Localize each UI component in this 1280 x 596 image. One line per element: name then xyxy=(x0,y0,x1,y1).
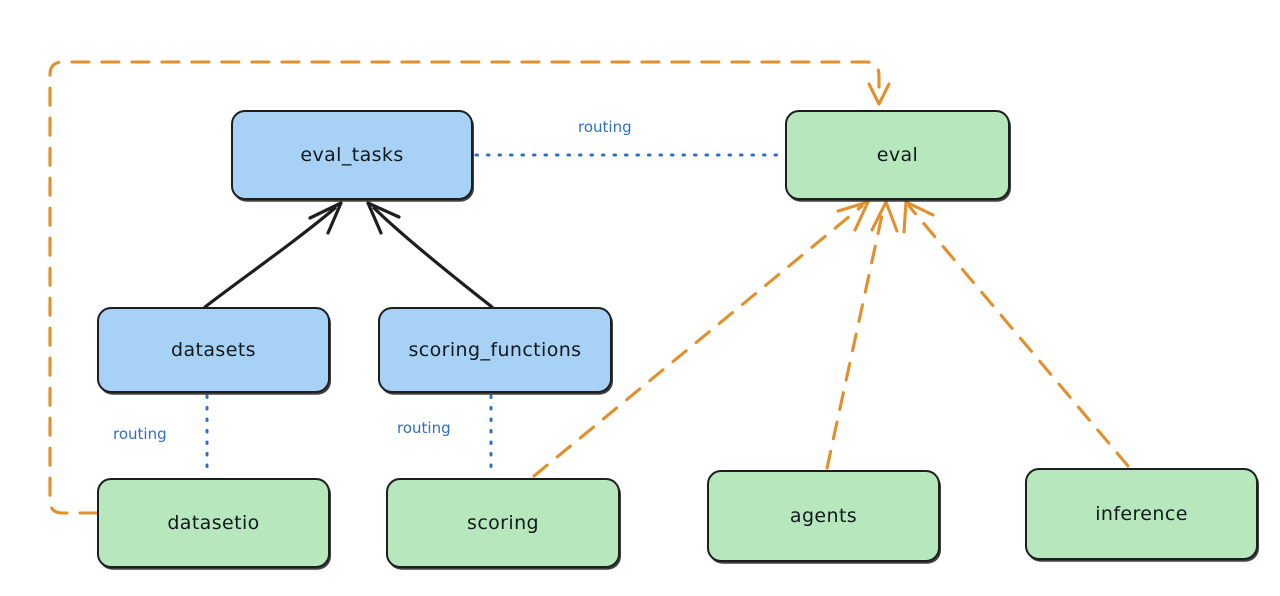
edge-agents-to-eval xyxy=(825,200,899,470)
edge-scoring-functions-to-eval-tasks xyxy=(366,201,494,309)
node-datasetio[interactable]: datasetio xyxy=(97,478,330,568)
node-label-datasets: datasets xyxy=(171,339,256,361)
node-label-scoring: scoring xyxy=(467,512,539,534)
edge-scoring-to-eval xyxy=(532,200,870,478)
node-inference[interactable]: inference xyxy=(1025,468,1258,560)
node-scoring[interactable]: scoring xyxy=(386,478,620,568)
node-scoring-functions[interactable]: scoring_functions xyxy=(378,307,612,393)
node-agents[interactable]: agents xyxy=(707,470,940,562)
node-label-eval-tasks: eval_tasks xyxy=(300,144,404,166)
node-label-eval: eval xyxy=(876,144,919,166)
node-label-agents: agents xyxy=(789,505,858,527)
edge-label-routing-eval-tasks-eval: routing xyxy=(578,118,632,136)
edge-datasets-to-eval-tasks xyxy=(203,201,343,309)
node-label-inference: inference xyxy=(1095,503,1188,525)
edge-label-routing-scoring-functions-scoring: routing xyxy=(397,419,451,437)
node-eval-tasks[interactable]: eval_tasks xyxy=(231,110,473,200)
edge-datasetio-to-eval xyxy=(48,60,891,515)
edge-inference-to-eval xyxy=(902,200,1130,468)
node-label-datasetio: datasetio xyxy=(167,512,260,534)
node-label-scoring-functions: scoring_functions xyxy=(408,339,582,361)
edge-label-routing-datasets-datasetio: routing xyxy=(113,425,167,443)
node-datasets[interactable]: datasets xyxy=(97,307,330,393)
node-eval[interactable]: eval xyxy=(785,110,1010,200)
